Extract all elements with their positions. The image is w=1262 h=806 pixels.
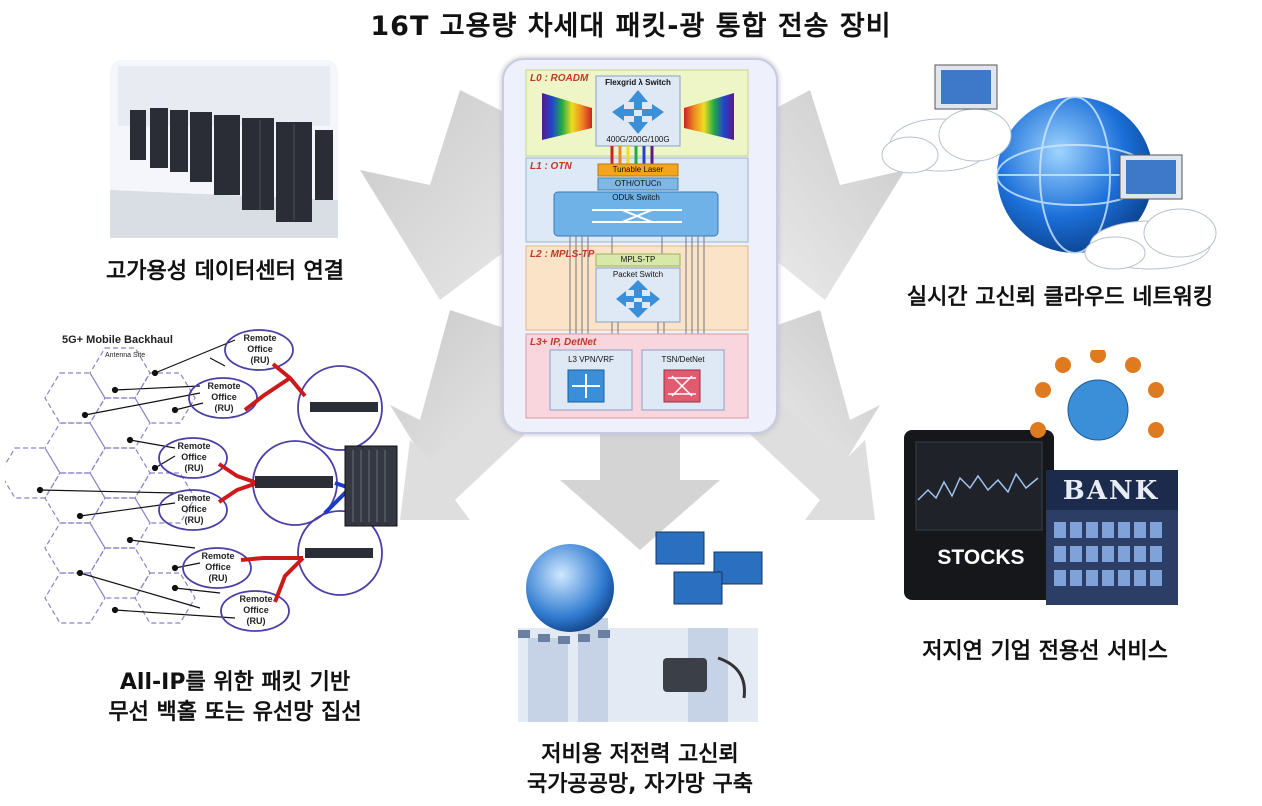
stock-line	[917, 472, 1039, 501]
tsn-label: TSN/DetNet	[661, 355, 705, 364]
oth-box	[597, 177, 679, 191]
chassis-device	[344, 445, 398, 527]
wavelength-lines	[610, 146, 654, 166]
mobile-backhaul-diagram	[5, 329, 398, 632]
caption-public-line1: 저비용 저전력 고신뢰	[541, 742, 739, 767]
caption-public: 저비용 저전력 고신뢰 국가공공망, 자가망 구축	[470, 740, 810, 800]
packet-switch-icon	[616, 280, 660, 318]
remote-office-ellipses	[158, 329, 294, 632]
enterprise-image	[904, 350, 1178, 605]
bank-label: BANK	[1062, 476, 1160, 506]
tunable-laser-box	[597, 163, 679, 177]
datacenter-image	[110, 60, 338, 238]
caption-cloud: 실시간 고신뢰 클라우드 네트워킹	[906, 285, 1214, 310]
antenna-site-label: Antenna Site	[105, 352, 146, 359]
wdm-right-wedge	[684, 93, 734, 140]
flexgrid-label: Flexgrid λ Switch	[605, 78, 671, 87]
l3-label: L3+ IP, DetNet	[530, 337, 597, 348]
packet-switch-label: Packet Switch	[612, 270, 664, 279]
oduk-switch-icon	[592, 209, 682, 223]
router-devices	[255, 402, 378, 558]
backhaul-title: 5G+ Mobile Backhaul	[62, 334, 173, 346]
stocks-label: STOCKS	[937, 546, 1025, 569]
caption-datacenter: 고가용성 데이터센터 연결	[106, 259, 344, 284]
oth-label: OTH/OTUCn	[614, 179, 662, 188]
public-network-image	[518, 531, 763, 722]
page-title: 16T 고용량 차세대 패킷-광 통합 전송 장비	[370, 11, 892, 42]
cloud-network-image	[881, 64, 1217, 270]
l2-label: L2 : MPLS-TP	[530, 249, 595, 260]
oduk-label: ODUk Switch	[612, 193, 660, 202]
caption-public-line2: 국가공공망, 자가망 구축	[526, 772, 754, 797]
wdm-left-wedge	[542, 93, 592, 140]
flexgrid-switch-box	[595, 75, 681, 147]
mplstp-box	[595, 253, 681, 267]
hex-cells	[5, 347, 196, 624]
caption-allip: All-IP를 위한 패킷 기반 무선 백홀 또는 유선망 집선	[60, 668, 410, 728]
l1-label: L1 : OTN	[530, 161, 572, 172]
arrow-bottom	[560, 420, 720, 550]
l3vpn-label: L3 VPN/VRF	[568, 355, 614, 364]
layer-stack-diagram	[525, 69, 749, 419]
red-links	[217, 362, 307, 603]
caption-enterprise: 저지연 기업 전용선 서비스	[922, 639, 1168, 664]
caption-allip-line1: All-IP를 위한 패킷 기반	[119, 670, 351, 695]
arrow-upper-left	[360, 90, 540, 300]
rates-label: 400G/200G/100G	[606, 135, 670, 144]
router-circles	[252, 365, 383, 596]
tunable-laser-label: Tunable Laser	[612, 165, 664, 174]
oduk-switch-box	[553, 191, 719, 237]
caption-allip-line2: 무선 백홀 또는 유선망 집선	[108, 700, 362, 725]
flexgrid-cross-arrows	[612, 90, 664, 134]
l0-label: L0 : ROADM	[530, 73, 589, 84]
mplstp-label: MPLS-TP	[620, 255, 656, 264]
